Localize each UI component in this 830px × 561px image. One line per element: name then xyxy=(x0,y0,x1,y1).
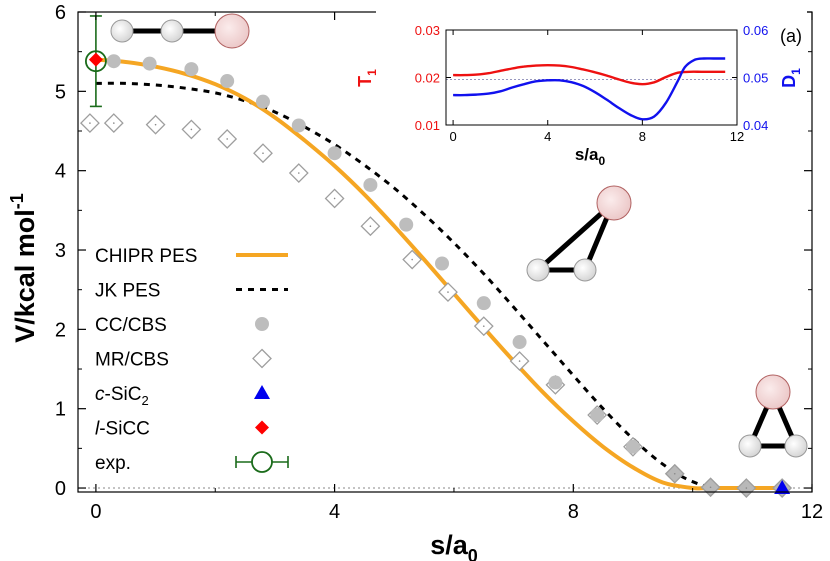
legend-label: CHIPR PES xyxy=(95,246,197,267)
legend-label-text: -SiC xyxy=(105,384,142,405)
x-axis-label: s/a0 xyxy=(430,530,478,561)
x-tick-label: 8 xyxy=(568,501,579,523)
cyclic-molecule-icon xyxy=(738,374,808,458)
mr-cbs-point-center xyxy=(411,258,413,261)
cc-cbs-point xyxy=(184,62,199,77)
x-tick-label: 4 xyxy=(329,501,340,523)
legend: CHIPR PES JK PES CC/CBS MR/CBS c-SiC2 l-SiCC e… xyxy=(95,246,289,474)
legend-label-prefix: l xyxy=(95,419,100,440)
legend-swatch-circle xyxy=(255,317,269,331)
cc-cbs-point xyxy=(220,74,235,89)
l-sicc-point xyxy=(88,52,103,67)
y-tick-label: 1 xyxy=(55,399,66,421)
cc-cbs-point xyxy=(625,439,640,454)
series-line-jk-pes xyxy=(95,81,783,490)
series-line-chipr-pes xyxy=(95,57,783,491)
main-series-group xyxy=(95,57,783,491)
cc-cbs-point xyxy=(435,256,450,271)
legend-swatch-circle-open xyxy=(251,451,273,473)
mr-cbs-point-center xyxy=(518,360,521,362)
mr-cbs-point-center xyxy=(447,291,449,293)
legend-swatch-open-diamond xyxy=(252,348,272,369)
y-tick-label: 6 xyxy=(55,2,66,24)
inset-background xyxy=(376,10,807,157)
inset-x-tick-label: 8 xyxy=(639,129,646,144)
mr-cbs-point-center xyxy=(482,325,485,327)
inset-x-tick-label: 12 xyxy=(730,129,744,144)
cc-cbs-point xyxy=(291,118,306,133)
inset-left-tick-label: 0.01 xyxy=(415,118,440,133)
cc-cbs-point xyxy=(106,54,121,69)
y-tick-label: 4 xyxy=(55,161,66,183)
mr-cbs-point-center xyxy=(89,122,91,124)
mr-cbs-point-center xyxy=(673,472,676,475)
mr-cbs-point-center xyxy=(297,172,300,174)
y-axis-label: V/kcal mol-1 xyxy=(7,193,40,343)
cc-cbs-point xyxy=(255,94,270,109)
cc-cbs-point xyxy=(590,408,605,423)
c-sic2-point xyxy=(774,480,791,495)
legend-swatch-diamond xyxy=(255,420,269,435)
legend-label: c-SiC2 xyxy=(95,384,149,408)
legend-label: l-SiCC xyxy=(95,419,150,440)
mr-cbs-point-center xyxy=(369,225,372,228)
inset-x-tick-label: 4 xyxy=(544,129,551,144)
y-tick-label: 3 xyxy=(55,240,66,262)
inset-right-tick-label: 0.04 xyxy=(743,118,768,133)
y-tick-label: 0 xyxy=(55,478,66,500)
panel-label: (a) xyxy=(780,26,802,46)
inset-left-axis-label: T1 xyxy=(355,69,379,87)
bent-molecule-icon xyxy=(526,185,632,282)
x-tick-label: 12 xyxy=(801,501,823,523)
mr-cbs-point-center xyxy=(113,122,115,124)
mr-cbs-point-center xyxy=(333,197,336,200)
mr-cbs-point-center xyxy=(262,152,264,155)
inset-plot: 0 4 8 12 0.01 0.02 0.03 0.04 0.05 0.06 (a) s/a0 T… xyxy=(355,10,807,168)
legend-swatch-triangle xyxy=(254,385,270,399)
inset-right-tick-label: 0.05 xyxy=(743,71,768,86)
mr-cbs-point-center xyxy=(745,487,748,489)
cc-cbs-point xyxy=(476,296,491,311)
cc-cbs-point xyxy=(512,335,527,350)
legend-label: MR/CBS xyxy=(95,350,169,371)
inset-series-line-t1 xyxy=(453,63,726,86)
y-tick-label: 5 xyxy=(55,81,66,103)
inset-x-tick-label: 0 xyxy=(449,129,456,144)
inset-left-tick-label: 0.02 xyxy=(415,71,440,86)
inset-left-tick-label: 0.03 xyxy=(415,23,440,38)
mr-cbs-point-center xyxy=(226,138,228,140)
cc-cbs-point xyxy=(548,375,563,390)
cc-cbs-point xyxy=(142,56,157,71)
inset-right-tick-label: 0.06 xyxy=(743,23,768,38)
cc-cbs-point xyxy=(399,217,414,232)
legend-label-prefix: c xyxy=(95,384,105,405)
mr-cbs-point-center xyxy=(709,486,712,489)
cc-cbs-point xyxy=(327,146,342,161)
inset-series-line-d1 xyxy=(453,57,726,121)
legend-label: CC/CBS xyxy=(95,315,167,336)
x-tick-label: 0 xyxy=(90,501,101,523)
inset-series-group xyxy=(453,57,726,121)
cc-cbs-point xyxy=(363,177,378,192)
legend-label: exp. xyxy=(95,453,131,474)
inset-right-axis-label: D1 xyxy=(779,68,803,88)
linear-molecule-icon xyxy=(110,13,250,49)
inset-x-axis-label: s/a0 xyxy=(575,145,606,168)
legend-label-text: -SiCC xyxy=(99,419,150,440)
y-tick-label: 2 xyxy=(55,319,66,341)
main-markers-group xyxy=(80,15,793,498)
legend-label: JK PES xyxy=(95,281,160,302)
mr-cbs-point-center xyxy=(190,128,193,131)
legend-label-subscript: 2 xyxy=(141,393,148,408)
inset-ticks-group: 0 4 8 12 0.01 0.02 0.03 0.04 0.05 0.06 xyxy=(415,23,769,144)
mr-cbs-point-center xyxy=(154,123,157,126)
exp-point xyxy=(85,50,107,73)
